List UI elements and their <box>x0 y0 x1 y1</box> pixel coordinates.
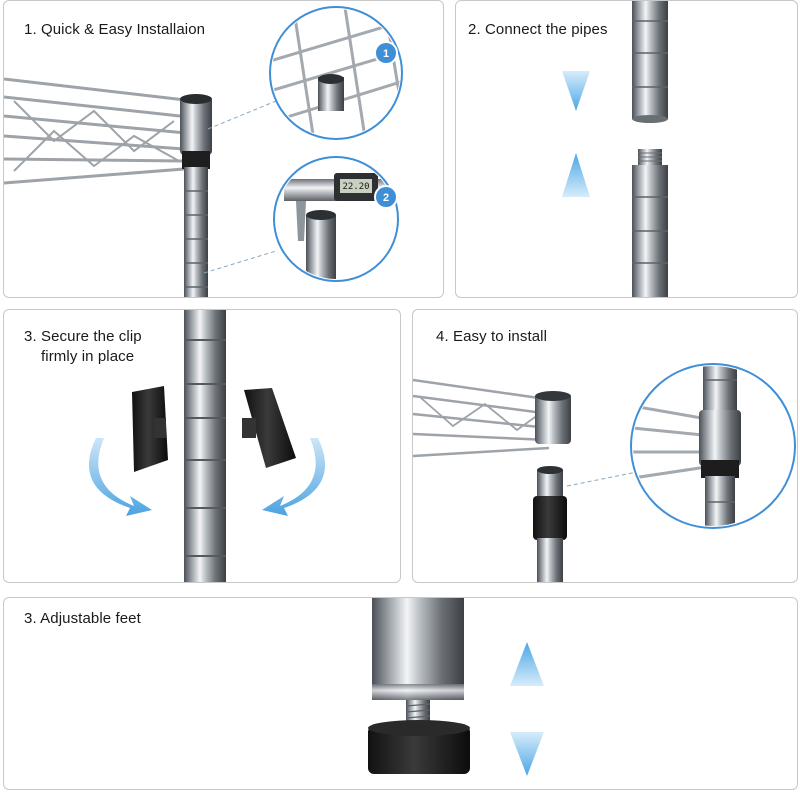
left-clip <box>132 386 168 472</box>
badge-2 <box>374 185 398 209</box>
curved-arrow-right-icon <box>262 438 326 516</box>
pole <box>184 167 208 297</box>
panel-2-caption: 2. Connect the pipes <box>468 21 608 38</box>
panel-easy-install: 4. Easy to install <box>412 309 798 583</box>
upper-pipe <box>632 1 668 119</box>
plastic-sleeve <box>182 151 210 169</box>
wire-shelf-corner <box>4 77 195 185</box>
panel-1-illustration: 1 22.20 2 <box>4 6 403 297</box>
shelf-collar <box>180 97 212 155</box>
badge-1 <box>374 41 398 65</box>
leveling-foot <box>368 726 470 774</box>
panel-3-caption-line2: firmly in place <box>41 348 135 365</box>
panel-4-illustration <box>413 363 796 582</box>
panel-adjustable-feet: 3. Adjustable feet <box>3 597 798 790</box>
panel-3-caption-line1: 3. Secure the clip <box>24 328 142 345</box>
panel-1-caption: 1. Quick & Easy Installaion <box>24 21 206 38</box>
badge-1-label: 1 <box>383 48 389 60</box>
zoom-circle-2: 22.20 <box>273 156 399 282</box>
pole <box>184 310 226 582</box>
arrow-up-icon <box>562 153 590 197</box>
panel-quick-easy-installation: 1. Quick & Easy Installaion <box>3 0 444 298</box>
panel-secure-clip: 3. Secure the clip firmly in place <box>3 309 401 583</box>
panel-connect-pipes: 2. Connect the pipes <box>455 0 798 298</box>
zoom-circle-4 <box>630 363 796 529</box>
arrow-up-icon <box>510 642 544 686</box>
panel-2-illustration <box>562 1 668 297</box>
arrow-down-icon <box>562 71 590 111</box>
zoom-circle-1 <box>269 6 403 140</box>
panel-5-illustration <box>368 598 544 776</box>
lower-pole <box>537 538 563 582</box>
badge-2-label: 2 <box>383 192 389 204</box>
curved-arrow-left-icon <box>88 438 152 516</box>
wire-shelf-corner <box>413 378 554 458</box>
pole-bottom <box>372 598 464 700</box>
arrow-down-icon <box>510 732 544 776</box>
panel-4-caption: 4. Easy to install <box>436 328 548 345</box>
caliper-reading: 22.20 <box>342 182 369 192</box>
right-clip <box>242 388 296 468</box>
shelf-collar <box>535 394 571 444</box>
black-sleeve <box>533 496 567 540</box>
panel-3-illustration <box>88 310 326 582</box>
sleeve-tube <box>537 470 563 500</box>
threaded-stud <box>638 149 662 167</box>
panel-5-caption: 3. Adjustable feet <box>24 610 141 627</box>
